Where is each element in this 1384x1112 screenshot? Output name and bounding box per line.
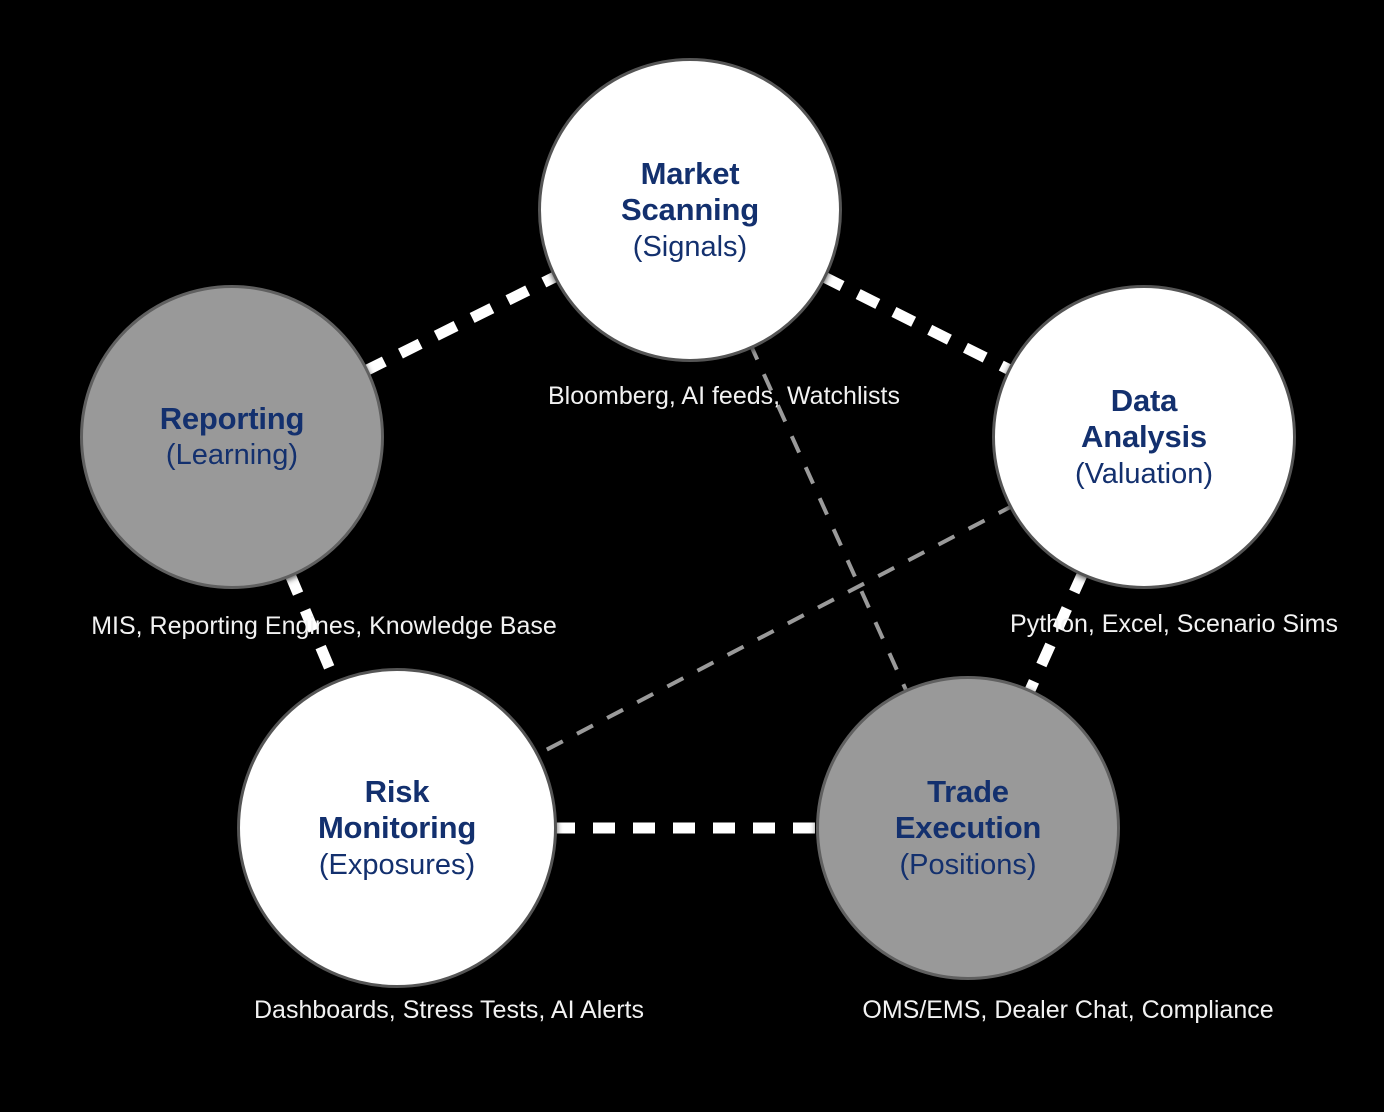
node-title-risk-monitoring: Risk Monitoring (317, 773, 477, 846)
node-reporting[interactable]: Reporting(Learning) (80, 285, 384, 589)
caption-trade-execution-tools: OMS/EMS, Dealer Chat, Compliance (862, 996, 1274, 1024)
node-subtitle-reporting: (Learning) (165, 439, 299, 472)
node-subtitle-data-analysis: (Valuation) (1074, 457, 1214, 490)
node-subtitle-risk-monitoring: (Exposures) (318, 848, 476, 881)
node-risk-monitoring[interactable]: Risk Monitoring(Exposures) (237, 668, 557, 988)
node-market-scanning[interactable]: Market Scanning(Signals) (538, 58, 842, 362)
node-title-reporting: Reporting (159, 400, 305, 436)
node-subtitle-market-scanning: (Signals) (632, 230, 748, 263)
caption-risk-monitoring-tools: Dashboards, Stress Tests, AI Alerts (254, 996, 644, 1024)
node-title-market-scanning: Market Scanning (621, 155, 759, 228)
caption-data-analysis-tools: Python, Excel, Scenario Sims (1010, 610, 1338, 638)
node-title-trade-execution: Trade Execution (894, 773, 1042, 846)
node-title-data-analysis: Data Analysis (1081, 382, 1207, 455)
edge-market-scanning-to-data-analysis (819, 271, 1015, 376)
edge-market-scanning-to-trade-execution (748, 342, 910, 696)
edge-data-analysis-to-risk-monitoring (532, 502, 1016, 759)
node-trade-execution[interactable]: Trade Execution(Positions) (816, 676, 1120, 980)
edge-reporting-to-risk-monitoring (284, 571, 342, 687)
node-data-analysis[interactable]: Data Analysis(Valuation) (992, 285, 1296, 589)
caption-reporting-tools: MIS, Reporting Engines, Knowledge Base (91, 612, 557, 640)
node-subtitle-trade-execution: (Positions) (899, 848, 1037, 881)
edge-reporting-to-market-scanning (362, 270, 560, 377)
caption-market-scanning-tools: Bloomberg, AI feeds, Watchlists (547, 382, 901, 410)
